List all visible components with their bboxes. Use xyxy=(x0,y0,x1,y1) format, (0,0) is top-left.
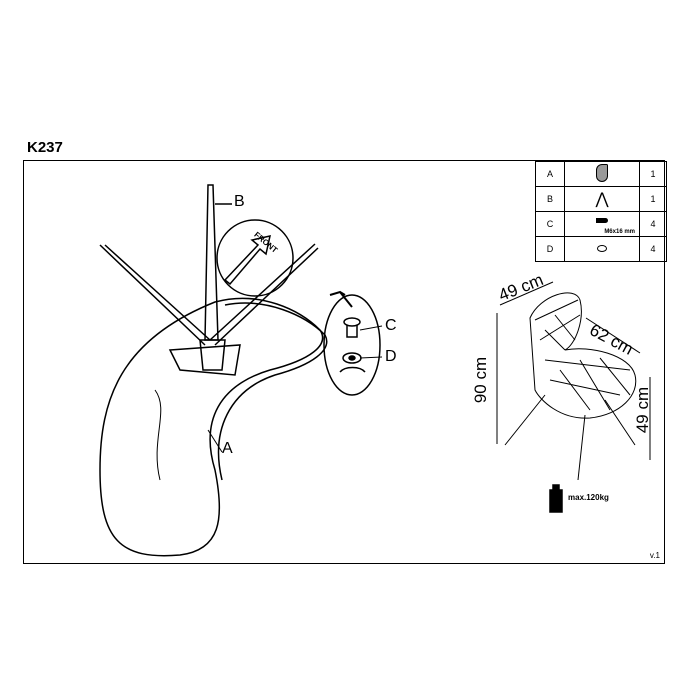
model-title: K237 xyxy=(27,139,63,156)
dimension-height: 90 cm xyxy=(471,356,491,404)
chair-base xyxy=(99,184,319,376)
part-letter: C xyxy=(535,211,565,237)
front-detail-circle xyxy=(216,219,294,297)
part-qty: 1 xyxy=(639,186,667,212)
callout-c: C xyxy=(385,317,397,334)
bolt-icon xyxy=(596,217,608,223)
assembled-chair xyxy=(504,292,637,481)
part-qty: 4 xyxy=(639,211,667,237)
callout-b: B xyxy=(234,193,245,210)
table-row: C M6x16 mm 4 xyxy=(535,211,667,237)
part-letter: D xyxy=(535,236,565,262)
part-letter: B xyxy=(535,186,565,212)
table-row: B ⋀ 1 xyxy=(535,186,667,212)
diagram-frame xyxy=(23,160,665,564)
seat-shell xyxy=(99,297,324,557)
version-label: v.1 xyxy=(649,551,660,560)
max-load: max.120kg xyxy=(568,493,609,502)
part-qty: 1 xyxy=(639,161,667,187)
chair-base-icon: ⋀ xyxy=(595,191,609,208)
washer-icon xyxy=(597,245,607,252)
bolt-spec: M6x16 mm xyxy=(604,229,635,235)
hardware-detail-circle xyxy=(323,294,381,396)
callout-d: D xyxy=(385,348,397,365)
seat-shell-icon xyxy=(596,164,608,182)
part-letter: A xyxy=(535,161,565,187)
dimension-seat-height: 49 cm xyxy=(633,386,653,434)
part-qty: 4 xyxy=(639,236,667,262)
callout-a: A xyxy=(222,440,233,457)
